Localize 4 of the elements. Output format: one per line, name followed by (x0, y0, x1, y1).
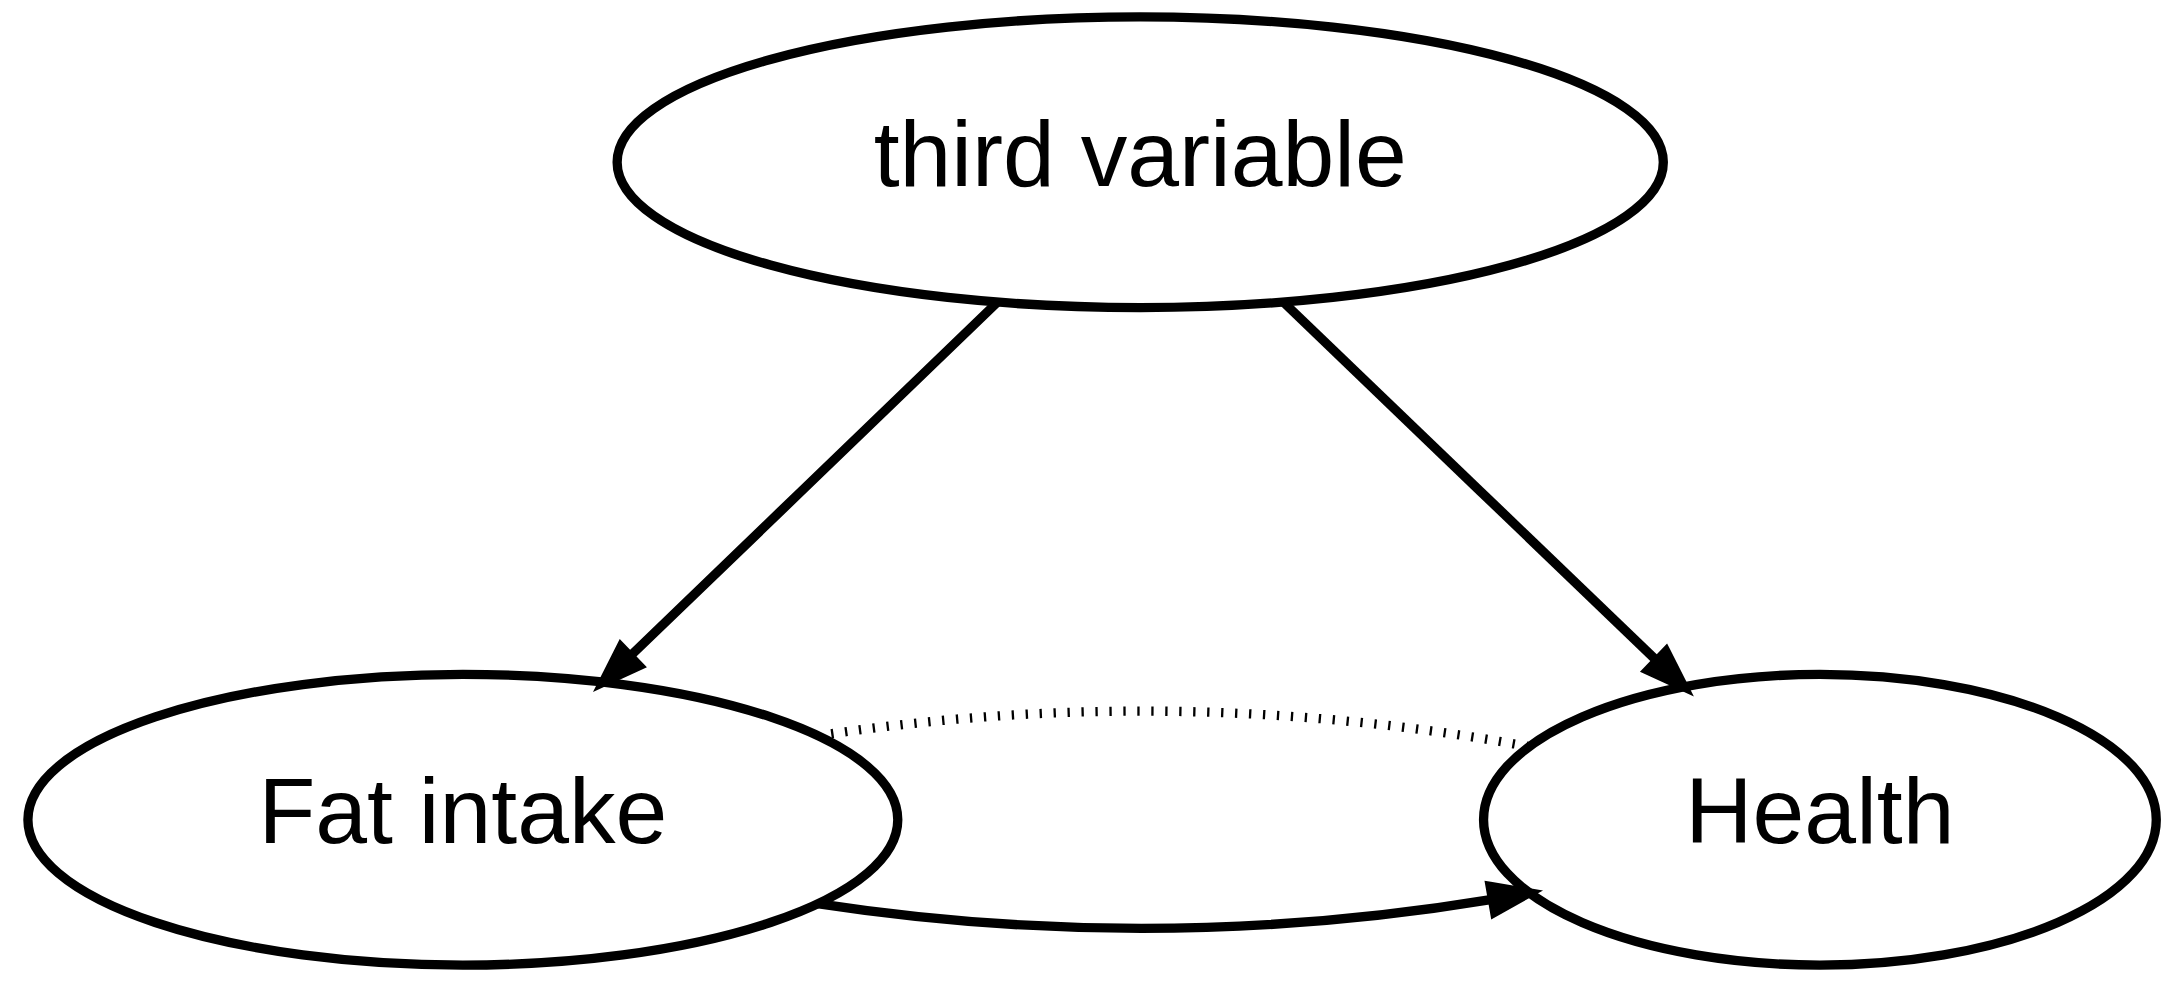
node-ellipse: Health (1478, 669, 2161, 970)
arrow (816, 880, 1543, 933)
node-ellipse: third variable (611, 12, 1668, 313)
node-ellipse: Fat intake (22, 669, 902, 970)
